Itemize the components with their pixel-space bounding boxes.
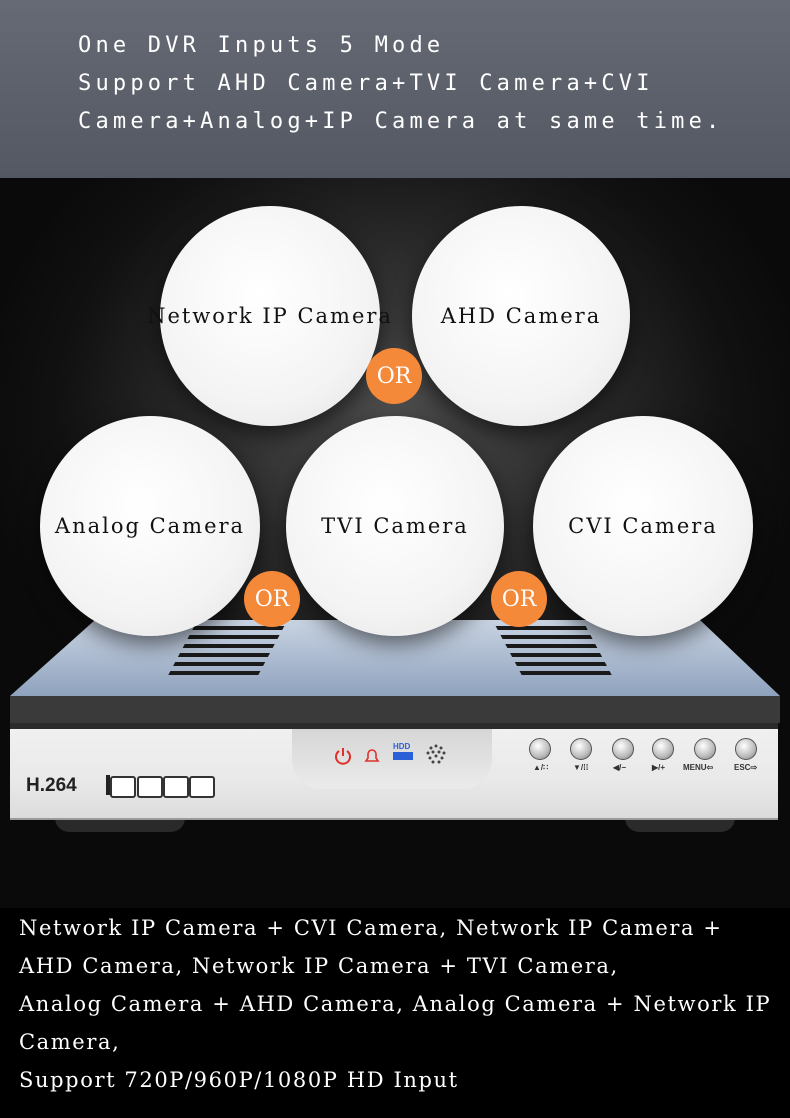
esc-button[interactable]: [735, 738, 757, 760]
dvr-front-panel: H.264 HDD ▲/∷ ▼/⁞⁞ ◀: [10, 723, 778, 820]
hdd-icon: [393, 752, 413, 760]
up-button-label: ▲/∷: [533, 763, 549, 772]
or-badge: OR: [244, 571, 300, 627]
right-button[interactable]: [652, 738, 674, 760]
header-banner: One DVR Inputs 5 Mode Support AHD Camera…: [0, 0, 790, 178]
down-button-label: ▼/⁞⁞: [573, 763, 589, 772]
ahd-camera-circle: AHD Camera: [412, 206, 630, 426]
footer-line-5: Support 720P/960P/1080P HD Input: [19, 1068, 459, 1092]
footer-line-3: Analog Camera + AHD Camera, Analog Camer…: [19, 992, 772, 1016]
analog-camera-label: Analog Camera: [54, 514, 246, 538]
dvr-foot-right: [625, 818, 735, 832]
cvi-camera-label: CVI Camera: [568, 514, 718, 538]
footer-description: Network IP Camera + CVI Camera, Network …: [0, 908, 790, 1118]
product-stage: H.264 HDD ▲/∷ ▼/⁞⁞ ◀: [0, 178, 790, 908]
left-button[interactable]: [612, 738, 634, 760]
header-line-3: Camera+Analog+IP Camera at same time.: [78, 109, 724, 134]
dvr-device-top: [10, 620, 780, 723]
hdd-label: HDD: [393, 742, 411, 751]
right-button-label: ▶/+: [652, 763, 666, 772]
down-button[interactable]: [570, 738, 592, 760]
up-button[interactable]: [529, 738, 551, 760]
analog-camera-circle: Analog Camera: [40, 416, 260, 636]
header-line-2: Support AHD Camera+TVI Camera+CVI: [78, 71, 654, 96]
tvi-camera-label: TVI Camera: [321, 514, 469, 538]
menu-button-label: MENU⇦: [683, 763, 714, 772]
or-badge: OR: [491, 571, 547, 627]
footer-line-2: AHD Camera, Network IP Camera + TVI Came…: [19, 954, 619, 978]
left-button-label: ◀/−: [613, 763, 627, 772]
front-bevel: [292, 729, 492, 789]
footer-line-4: Camera,: [19, 1030, 121, 1054]
network-ip-camera-circle: Network IP Camera: [147, 206, 391, 426]
ahd-camera-label: AHD Camera: [440, 304, 602, 328]
esc-button-label: ESC⇨: [734, 763, 758, 772]
feature-badge-icon: [137, 776, 163, 798]
network-ip-camera-label: Network IP Camera: [147, 304, 393, 328]
menu-button[interactable]: [694, 738, 716, 760]
footer-line-1: Network IP Camera + CVI Camera, Network …: [19, 916, 723, 940]
alarm-bell-icon: [364, 749, 380, 762]
feature-badge-icon: [110, 776, 136, 798]
cloud-icon: [163, 776, 189, 798]
codec-divider: [106, 775, 110, 795]
feature-badge-icon: [189, 776, 215, 798]
ir-sensor-icon: [426, 744, 446, 764]
or-badge: OR: [366, 348, 422, 404]
header-line-1: One DVR Inputs 5 Mode: [78, 33, 445, 58]
cvi-camera-circle: CVI Camera: [533, 416, 753, 636]
power-icon: [335, 748, 351, 765]
tvi-camera-circle: TVI Camera: [286, 416, 504, 636]
dvr-foot-left: [55, 818, 185, 832]
codec-label: H.264: [26, 775, 77, 796]
